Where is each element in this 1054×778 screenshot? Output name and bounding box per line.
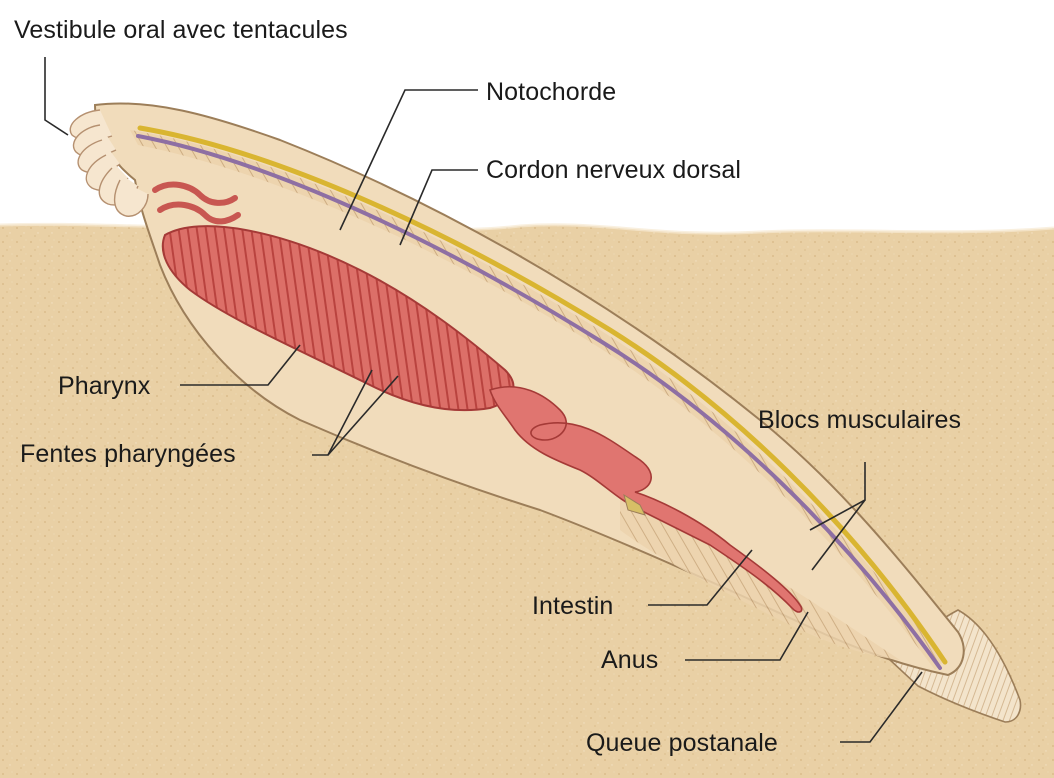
label-fentes-pharyngees: Fentes pharyngées xyxy=(20,442,236,467)
leader-vestibule xyxy=(45,57,68,135)
label-anus: Anus xyxy=(601,648,658,673)
label-vestibule-oral: Vestibule oral avec tentacules xyxy=(14,18,348,43)
label-cordon-nerveux: Cordon nerveux dorsal xyxy=(486,158,741,183)
label-intestin: Intestin xyxy=(532,594,613,619)
label-pharynx: Pharynx xyxy=(58,374,150,399)
label-notochorde: Notochorde xyxy=(486,80,616,105)
label-queue-postanale: Queue postanale xyxy=(586,731,778,756)
label-blocs-musculaires: Blocs musculaires xyxy=(758,408,961,433)
